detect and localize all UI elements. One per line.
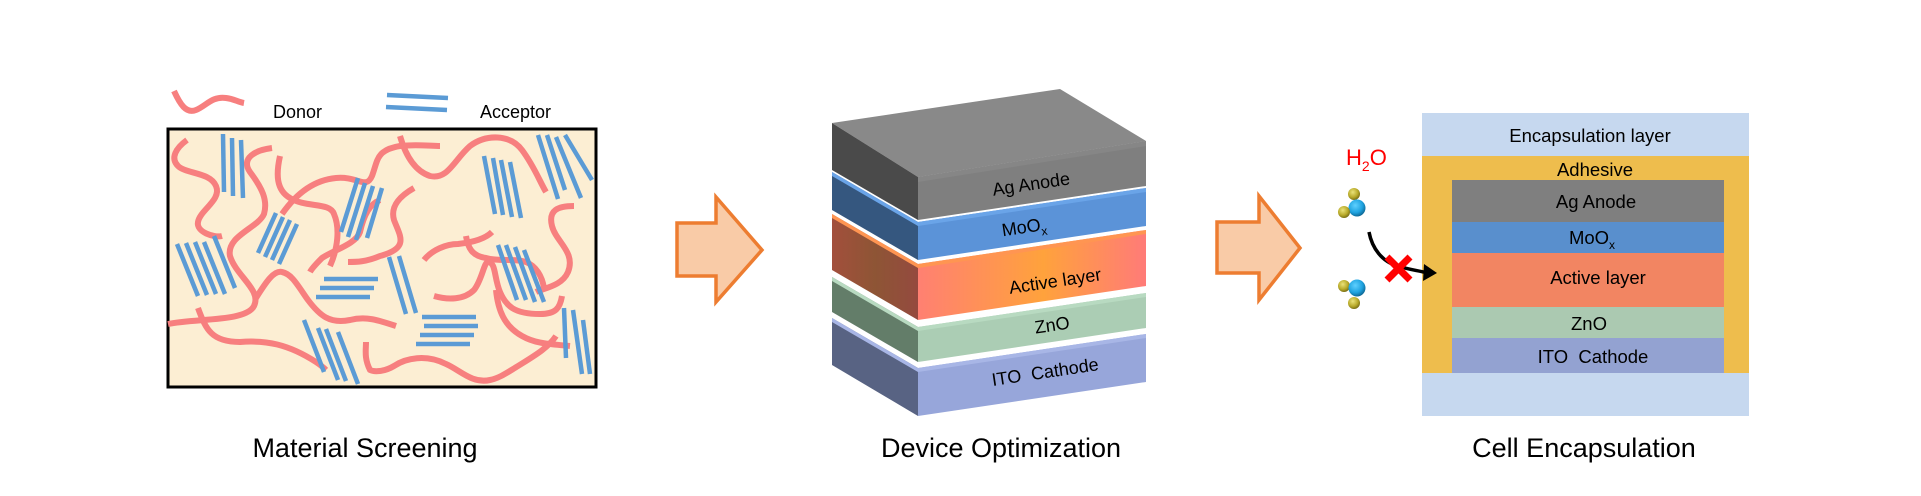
acceptor-stack: [495, 244, 547, 303]
donor-chain: [171, 137, 223, 240]
flat-layer-moox: [1452, 222, 1724, 253]
acceptor-stack: [561, 307, 593, 375]
process-arrow-icon: [675, 192, 765, 307]
layer-front-face: [918, 334, 1146, 416]
water-label: H2O: [1346, 145, 1387, 174]
donor-chain: [397, 134, 549, 194]
layer-side-face: [832, 172, 918, 260]
donor-chain: [493, 289, 571, 349]
donor-chain: [167, 145, 273, 327]
acceptor-stack: [255, 212, 300, 265]
layer-front-face: [918, 141, 1146, 220]
flat-layer-ag-anode: [1452, 180, 1724, 222]
donor-chain: [307, 197, 382, 274]
layer-bevel: [832, 214, 1146, 268]
device-optimization-panel: Ag Anode MoOx Active layer ZnO ITO Catho…: [832, 89, 1146, 463]
layer-moox: [832, 172, 1146, 260]
water-molecule-icon: [1338, 279, 1366, 309]
flat-layer-active: [1452, 253, 1724, 307]
panel-caption: Device Optimization: [881, 433, 1121, 463]
acceptor-stack: [386, 255, 419, 315]
acceptor-stack: [220, 133, 246, 199]
legend: Donor Acceptor: [171, 89, 551, 122]
layer-ag-anode: [832, 89, 1146, 220]
acceptor-stacks: [174, 133, 594, 385]
legend-donor-label: Donor: [273, 102, 322, 122]
flat-label-zno: ZnO: [1571, 313, 1607, 334]
acceptor-stack: [301, 319, 361, 385]
panel-caption: Cell Encapsulation: [1472, 433, 1696, 463]
flat-label-moox: MoOx: [1569, 227, 1615, 252]
donor-chain: [362, 334, 559, 384]
flat-label-ag-anode: Ag Anode: [1556, 191, 1636, 212]
layer-side-face: [832, 214, 918, 320]
donor-chain: [433, 259, 565, 317]
donor-wave-icon: [171, 89, 245, 114]
layer-side-face: [832, 123, 918, 220]
panel-caption: Material Screening: [252, 433, 477, 463]
layer-side-face: [832, 277, 918, 362]
cell-encapsulation-panel: Encapsulation layer Adhesive Ag Anode Mo…: [1338, 113, 1749, 463]
layer-bevel: [832, 318, 1146, 372]
adhesive-label: Adhesive: [1557, 159, 1633, 180]
legend-acceptor-label: Acceptor: [480, 102, 551, 122]
flat-layer-zno: [1452, 307, 1724, 338]
acceptor-stack: [174, 235, 238, 297]
acceptor-stack: [535, 133, 594, 200]
acceptor-stack: [338, 177, 385, 241]
layer-zno: [832, 277, 1146, 362]
donor-chain: [347, 185, 416, 265]
donor-chain: [253, 268, 397, 329]
acceptor-stack: [316, 276, 378, 300]
donor-chain: [421, 229, 547, 289]
layer-ito-cathode: [832, 318, 1146, 416]
layer-bevel: [832, 277, 1146, 331]
acceptor-stack: [481, 155, 524, 219]
layer-front-face: [918, 230, 1146, 320]
flat-layer-ito-cathode: [1452, 338, 1724, 373]
flat-label-ito-cathode: ITO Cathode: [1538, 346, 1649, 367]
layer-top-face: [832, 89, 1146, 177]
layer-bevel: [832, 172, 1146, 226]
layer-front-face: [918, 188, 1146, 260]
layer-active: [832, 214, 1146, 320]
arrowhead-icon: [1423, 264, 1437, 281]
acceptor-lines-icon: [385, 92, 449, 113]
process-arrow-icon: [1215, 190, 1303, 306]
water-molecule-icon: [1338, 188, 1366, 218]
donor-chain: [534, 203, 575, 295]
layer-side-face: [832, 318, 918, 416]
donor-chain: [274, 155, 341, 268]
flat-label-active-layer: Active layer: [1550, 267, 1646, 288]
layer-front-face: [918, 293, 1146, 362]
donor-chain: [279, 142, 441, 216]
material-screening-panel: Donor Acceptor: [166, 89, 598, 463]
donor-polymer-chains: [167, 134, 575, 384]
encapsulation-label: Encapsulation layer: [1509, 125, 1670, 146]
blocked-x-icon: [1384, 254, 1413, 283]
acceptor-stack: [416, 314, 478, 347]
layer-bevel: [918, 141, 1146, 182]
